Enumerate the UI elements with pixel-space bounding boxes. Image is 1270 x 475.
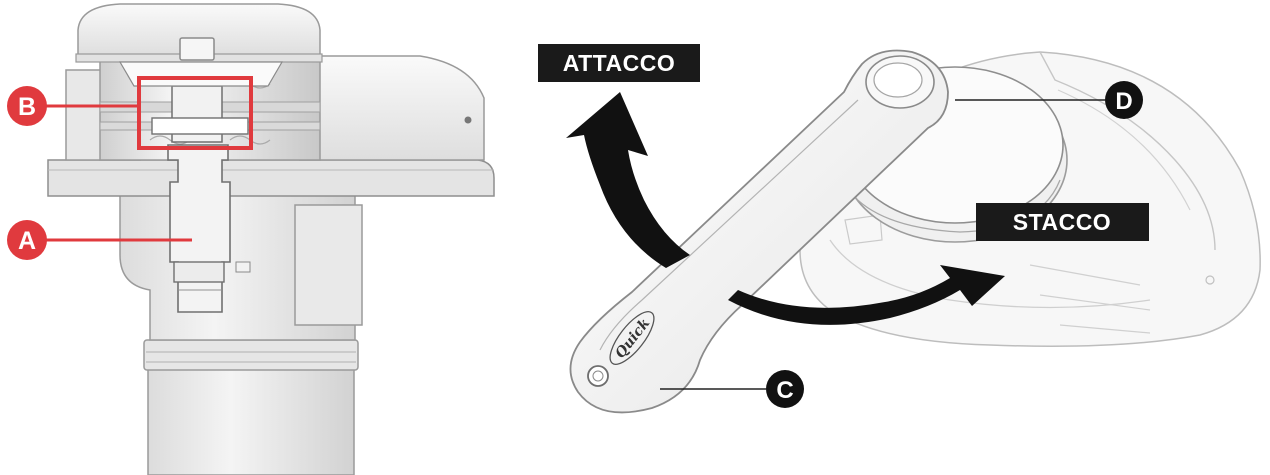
callout-a-badge xyxy=(7,220,47,260)
lever-handle: Quick xyxy=(569,49,949,414)
detach-tag: STACCO xyxy=(976,203,1149,241)
lever-body xyxy=(569,49,949,414)
callout-d-badge xyxy=(1105,81,1143,119)
callout-b-badge xyxy=(7,86,47,126)
windlass-side-view xyxy=(47,3,495,475)
attach-arrow xyxy=(566,92,690,268)
callout-b-label: B xyxy=(18,93,36,121)
callout-b: B xyxy=(7,86,139,126)
side-cover xyxy=(299,55,485,161)
detach-tag-label: STACCO xyxy=(1013,209,1111,235)
column-collar xyxy=(143,339,359,371)
rotation-arrows xyxy=(566,92,1005,325)
attach-tag-label: ATTACCO xyxy=(563,50,676,76)
callout-d-label: D xyxy=(1115,88,1132,115)
callout-d: D xyxy=(955,81,1143,119)
callout-a-label: A xyxy=(18,227,36,255)
callout-a: A xyxy=(7,220,192,260)
detach-arrow xyxy=(728,265,1005,325)
callout-c-label: C xyxy=(776,377,793,404)
shaft xyxy=(167,144,231,313)
callout-c-badge xyxy=(766,370,804,408)
detach-tag-bg xyxy=(976,203,1149,241)
column xyxy=(147,354,355,475)
attach-tag: ATTACCO xyxy=(538,44,700,82)
top-cap xyxy=(77,3,321,57)
attach-tag-bg xyxy=(538,44,700,82)
lever-hole xyxy=(587,365,609,387)
callout-c: C xyxy=(660,370,804,408)
deck-base xyxy=(47,159,495,197)
highlight-box-b xyxy=(137,76,253,150)
